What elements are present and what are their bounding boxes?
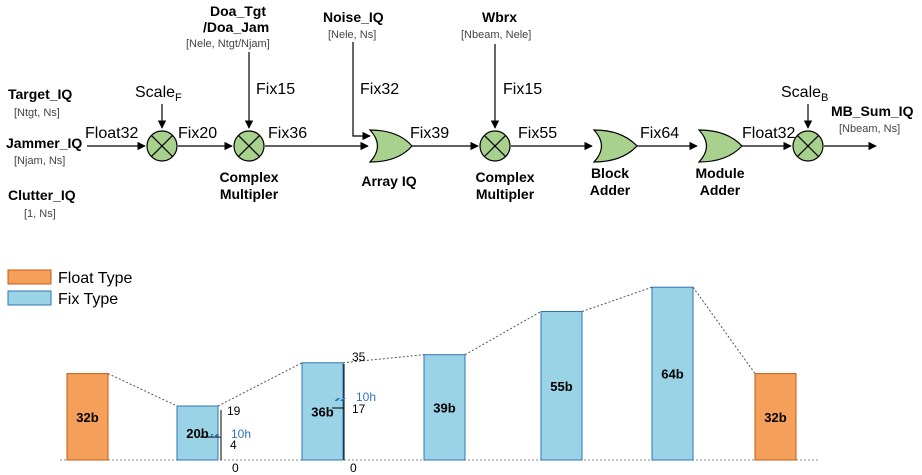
complex-multiplier-1-line2: Multipler [220, 186, 279, 202]
signal-float32-out: Float32 [742, 125, 795, 142]
complex-multiplier-2-line1: Complex [475, 169, 534, 185]
array-iq-block [368, 129, 413, 163]
module-adder-line2: Adder [700, 182, 741, 198]
clutter-iq-label: Clutter_IQ [8, 187, 76, 203]
wbrx-dims: [Nbeam, Nele] [461, 29, 531, 41]
signal-fix20: Fix20 [178, 125, 217, 142]
bar-connector [581, 286, 653, 312]
doa-dims: [Nele, Ntgt/Njam] [186, 38, 270, 50]
bar-label: 32b [764, 410, 786, 425]
bar-label: 36b [311, 404, 333, 419]
bar-connector [107, 373, 178, 407]
legend-fix-swatch [7, 290, 52, 306]
jammer-iq-label: Jammer_IQ [6, 135, 82, 151]
bar-36b [301, 362, 344, 461]
b20-hatch-mark [211, 434, 221, 437]
bit-width-chart: 32b 20b 36b 39b 55b 64b 32b 19 4 0 10h 35 17 0… [60, 286, 820, 475]
bar-55b [540, 311, 583, 461]
b36-zero-label: 0 [350, 461, 357, 475]
noise-iq-dims: [Nele, Ns] [328, 29, 376, 41]
bar-connector [342, 354, 425, 364]
b36-marker-label: 10h [356, 390, 376, 404]
legend-float-label: Float Type [58, 270, 133, 287]
legend-float-swatch [7, 269, 52, 285]
bar-label: 39b [433, 400, 455, 415]
clutter-iq-dims: [1, Ns] [24, 208, 56, 220]
fix15-input-b: Fix15 [503, 81, 542, 98]
bar-connector [692, 286, 756, 374]
bar-39b [423, 354, 466, 461]
block-adder-block [592, 129, 638, 163]
bar-connector [217, 362, 303, 407]
jammer-iq-dims: [Njam, Ns] [14, 155, 65, 167]
b36-top-label: 35 [352, 350, 366, 364]
bar-label: 55b [550, 379, 572, 394]
target-iq-label: Target_IQ [8, 86, 72, 102]
b20-zero-label: 0 [232, 461, 239, 475]
legend-fix-label: Fix Type [58, 291, 118, 308]
noise-arrow [352, 42, 371, 141]
complex-multiplier-2-line2: Multipler [476, 186, 535, 202]
signal-fix55: Fix55 [518, 125, 557, 142]
b20-marker-label: 10h [231, 427, 251, 441]
complex-multiplier-1-line1: Complex [219, 169, 278, 185]
bar-label: 20b [186, 426, 208, 441]
fix15-input-a: Fix15 [256, 81, 295, 98]
multiplier-scale-f [146, 130, 178, 162]
complex-multiplier-1 [233, 130, 265, 162]
bar-64b [651, 286, 694, 461]
signal-fix39: Fix39 [410, 125, 449, 142]
target-iq-dims: [Ntgt, Ns] [14, 107, 60, 119]
wbrx-label: Wbrx [482, 9, 517, 25]
bar-label: 32b [76, 410, 98, 425]
signal-float32-in: Float32 [85, 125, 138, 142]
mb-sum-iq-dims: [Nbeam, Ns] [839, 123, 900, 135]
module-adder-line1: Module [696, 165, 745, 181]
bar-20b [176, 405, 219, 461]
scale-f-label: ScaleF [135, 84, 182, 104]
scale-b-label: ScaleB [781, 84, 828, 104]
bar-32b [66, 373, 109, 461]
bar-connector [464, 311, 542, 356]
signal-fix64: Fix64 [640, 125, 679, 142]
multiplier-scale-b [792, 130, 824, 162]
bar-label: 64b [661, 367, 683, 382]
b20-top-label: 19 [227, 404, 241, 418]
array-iq-label: Array IQ [361, 173, 416, 189]
block-adder-line1: Block [591, 165, 629, 181]
fix32-input: Fix32 [360, 81, 399, 98]
signal-fix36: Fix36 [268, 125, 307, 142]
b36-mid-label: 17 [352, 402, 366, 416]
block-adder-line2: Adder [590, 182, 631, 198]
doa-tgt-label: Doa_Tgt [210, 3, 266, 19]
complex-multiplier-2 [479, 130, 511, 162]
module-adder-block [697, 129, 743, 163]
b20-mid-label: 4 [230, 438, 237, 452]
bar-32b [754, 373, 797, 461]
mb-sum-iq-label: MB_Sum_IQ [831, 103, 914, 119]
doa-jam-label: /Doa_Jam [203, 19, 269, 35]
noise-iq-label: Noise_IQ [323, 9, 384, 25]
b36-hatch-mark [334, 398, 346, 401]
